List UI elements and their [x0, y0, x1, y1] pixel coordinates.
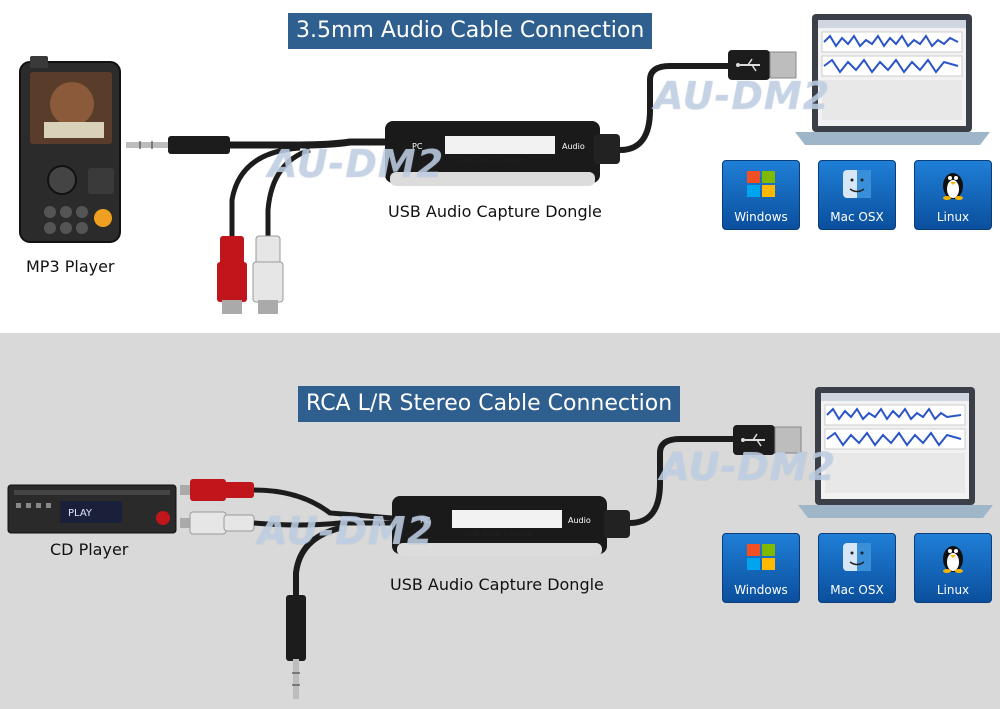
windows-logo-icon: [723, 167, 799, 209]
top-diagram-svg: PC USB Audio Capture Audio: [19, 14, 990, 314]
source-device-caption: MP3 Player: [26, 257, 115, 276]
os-tile-windows: Windows: [722, 160, 800, 230]
os-label: Mac OSX: [830, 210, 884, 224]
os-label: Linux: [936, 210, 970, 224]
rca-red-plug: [217, 236, 247, 314]
top-panel: PC USB Audio Capture Audio: [0, 0, 1000, 333]
rca-white-plug: [252, 235, 284, 314]
linux-penguin-icon: [915, 540, 991, 582]
usb-icon: [736, 58, 760, 72]
device-display-text: PLAY: [68, 508, 93, 519]
dongle-center-label: USB Audio Capture: [458, 156, 525, 164]
usb-capture-dongle: PC USB Audio Capture Audio: [385, 121, 620, 186]
section-title: RCA L/R Stereo Cable Connection: [298, 386, 681, 422]
rca-red-plug: [180, 479, 254, 501]
watermark: AU-DM2: [660, 445, 837, 489]
section-title: 3.5mm Audio Cable Connection: [288, 13, 653, 49]
usb-capture-dongle: PC USB Audio Capture Audio: [392, 496, 630, 556]
os-label: Linux: [936, 583, 970, 597]
apple-finder-icon: [819, 540, 895, 582]
source-device-caption: CD Player: [50, 540, 129, 559]
os-label: Windows: [734, 210, 788, 224]
os-label: Windows: [734, 583, 788, 597]
os-tile-linux: Linux: [914, 533, 992, 603]
cd-player-device: PLAY: [7, 484, 177, 534]
watermark: AU-DM2: [654, 74, 831, 118]
dongle-caption: USB Audio Capture Dongle: [388, 202, 602, 221]
bottom-diagram-svg: PLAY: [7, 387, 993, 699]
usb-plug: [733, 425, 802, 455]
watermark: AU-DM2: [268, 142, 445, 186]
os-label: Mac OSX: [830, 583, 884, 597]
3-5mm-plug: [286, 595, 306, 699]
os-tile-windows: Windows: [722, 533, 800, 603]
usb-plug: [728, 50, 797, 80]
bottom-panel: PLAY: [0, 333, 1000, 709]
mp3-player-device: [19, 56, 121, 243]
dongle-right-label: Audio: [562, 142, 585, 151]
usb-icon: [741, 433, 765, 447]
laptop: [795, 14, 990, 145]
dongle-left-label: PC: [420, 516, 431, 525]
3-5mm-plug: [126, 136, 230, 154]
os-tile-mac: Mac OSX: [818, 160, 896, 230]
os-tile-mac: Mac OSX: [818, 533, 896, 603]
laptop: [798, 387, 993, 518]
watermark: AU-DM2: [258, 509, 435, 553]
windows-logo-icon: [723, 540, 799, 582]
apple-finder-icon: [819, 167, 895, 209]
dongle-center-label: USB Audio Capture: [465, 530, 532, 538]
linux-penguin-icon: [915, 167, 991, 209]
dongle-caption: USB Audio Capture Dongle: [390, 575, 604, 594]
rca-white-plug: [180, 511, 255, 535]
dongle-right-label: Audio: [568, 516, 591, 525]
os-tile-linux: Linux: [914, 160, 992, 230]
dongle-left-label: PC: [412, 142, 423, 151]
